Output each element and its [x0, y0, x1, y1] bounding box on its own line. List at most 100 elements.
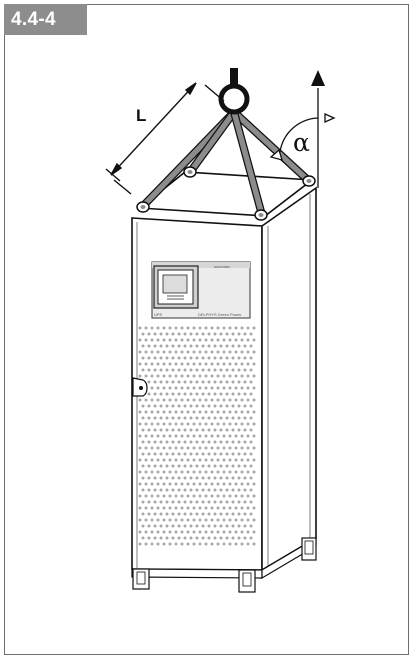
vent-hole	[237, 356, 241, 360]
vent-hole	[147, 464, 151, 468]
vent-hole	[177, 404, 181, 408]
vent-hole	[159, 344, 163, 348]
vent-hole	[222, 434, 226, 438]
vent-hole	[201, 452, 205, 456]
vent-hole	[222, 386, 226, 390]
vent-hole	[216, 362, 220, 366]
vent-hole	[237, 464, 241, 468]
vent-hole	[141, 428, 145, 432]
vent-hole	[147, 332, 151, 336]
vent-hole	[237, 512, 241, 516]
vent-hole	[168, 434, 172, 438]
vent-hole	[195, 464, 199, 468]
vent-hole	[162, 326, 166, 330]
vent-hole	[252, 542, 256, 546]
vent-hole	[174, 494, 178, 498]
vent-hole	[222, 518, 226, 522]
vent-hole	[216, 374, 220, 378]
vent-hole	[252, 518, 256, 522]
vent-hole	[156, 410, 160, 414]
vent-hole	[249, 404, 253, 408]
vent-hole	[162, 542, 166, 546]
vent-hole	[147, 344, 151, 348]
vent-hole	[240, 374, 244, 378]
control-panel: socomec UPS DELPHYS Green Power	[151, 261, 251, 319]
vent-hole	[198, 506, 202, 510]
vent-hole	[183, 476, 187, 480]
vent-hole	[171, 332, 175, 336]
vent-hole	[219, 524, 223, 528]
vent-hole	[228, 542, 232, 546]
vent-hole	[159, 524, 163, 528]
vent-hole	[243, 452, 247, 456]
vent-hole	[204, 542, 208, 546]
vent-hole	[225, 428, 229, 432]
vent-hole	[225, 332, 229, 336]
vent-hole	[204, 518, 208, 522]
vent-hole	[210, 542, 214, 546]
vent-hole	[147, 524, 151, 528]
vent-hole	[225, 392, 229, 396]
vent-hole	[150, 350, 154, 354]
vent-hole	[210, 362, 214, 366]
vent-hole	[165, 488, 169, 492]
vent-hole	[234, 434, 238, 438]
vent-hole	[144, 542, 148, 546]
vent-hole	[237, 404, 241, 408]
vent-hole	[240, 506, 244, 510]
vent-hole	[210, 470, 214, 474]
vent-hole	[240, 338, 244, 342]
vent-hole	[189, 332, 193, 336]
vent-hole	[177, 368, 181, 372]
vent-hole	[138, 458, 142, 462]
vent-hole	[189, 512, 193, 516]
vent-hole	[156, 518, 160, 522]
vent-hole	[246, 326, 250, 330]
vent-hole	[177, 464, 181, 468]
vent-hole	[216, 482, 220, 486]
vent-hole	[228, 434, 232, 438]
vent-hole	[159, 500, 163, 504]
vent-hole	[147, 392, 151, 396]
vent-hole	[246, 410, 250, 414]
vent-hole	[171, 368, 175, 372]
vent-hole	[180, 542, 184, 546]
vent-hole	[171, 512, 175, 516]
vent-hole	[141, 536, 145, 540]
vent-hole	[189, 392, 193, 396]
vent-hole	[234, 326, 238, 330]
vent-hole	[243, 344, 247, 348]
vent-hole	[228, 374, 232, 378]
vent-hole	[189, 464, 193, 468]
vent-hole	[156, 326, 160, 330]
vent-hole	[183, 344, 187, 348]
vent-hole	[252, 362, 256, 366]
vent-hole	[249, 464, 253, 468]
vent-hole	[207, 476, 211, 480]
vent-hole	[153, 512, 157, 516]
vent-hole	[249, 536, 253, 540]
vent-hole	[210, 326, 214, 330]
vent-hole	[171, 488, 175, 492]
vent-hole	[192, 434, 196, 438]
vent-hole	[174, 374, 178, 378]
vent-hole	[219, 464, 223, 468]
vent-hole	[144, 410, 148, 414]
vent-hole	[237, 440, 241, 444]
vent-hole	[213, 428, 217, 432]
vent-hole	[219, 368, 223, 372]
vent-hole	[231, 500, 235, 504]
vent-hole	[195, 356, 199, 360]
vent-hole	[174, 542, 178, 546]
vent-hole	[165, 452, 169, 456]
vent-hole	[198, 362, 202, 366]
vent-hole	[216, 386, 220, 390]
vent-hole	[207, 500, 211, 504]
vent-hole	[192, 410, 196, 414]
vent-hole	[150, 470, 154, 474]
vent-hole	[213, 488, 217, 492]
vent-hole	[153, 380, 157, 384]
vent-hole	[252, 386, 256, 390]
vent-hole	[201, 536, 205, 540]
vent-hole	[138, 470, 142, 474]
